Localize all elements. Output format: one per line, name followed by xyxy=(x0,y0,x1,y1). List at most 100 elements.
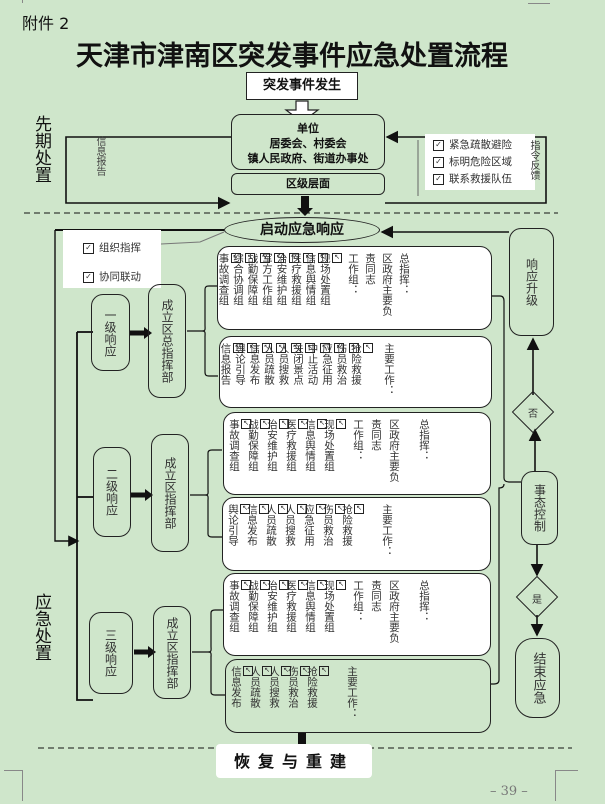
level-2-response-box: 二级响应 xyxy=(93,447,131,537)
checkbox-icon: ↖ xyxy=(279,580,289,590)
situation-control-box: 事态控制 xyxy=(521,471,558,545)
checkbox-icon: ↖ xyxy=(241,580,251,590)
group-item: ↖事故调查组 xyxy=(218,253,241,323)
feedback-item: ✓标明危险区域 xyxy=(433,154,535,171)
checkbox-icon: ↖ xyxy=(261,343,272,353)
group-item: ↖现场处置组 xyxy=(323,580,346,649)
checkbox-icon: ↖ xyxy=(317,253,328,263)
crop-mark xyxy=(555,770,578,801)
checkbox-icon: ↖ xyxy=(319,343,330,353)
checkbox-icon: ↖ xyxy=(336,419,346,429)
task-item: ↖伤员救治 xyxy=(336,343,359,401)
task-item: ↖抢险救援 xyxy=(341,504,364,564)
task-item: ↖人员搜救 xyxy=(278,343,301,401)
task-item: ↖人员疏散 xyxy=(249,666,272,726)
checkbox-icon: ↖ xyxy=(260,419,270,429)
level-1-command-box: 总指挥： 区政府主要负 责同志 工作组： ↖现场处置组 ↖信息舆情组 ↖医疗救援… xyxy=(217,246,492,330)
task-item: ↖应急征用 xyxy=(303,504,326,564)
initial-phase-label: 先期处置 xyxy=(31,115,51,183)
checkbox-icon: ↖ xyxy=(335,504,345,514)
checkbox-checked-icon: ✓ xyxy=(433,173,444,185)
level-3-tasks-box: 主要工作： ↖抢险救援 ↖伤员救治 ↖人员搜救 ↖人员疏散 ↖信息发布 xyxy=(225,659,491,733)
crop-mark xyxy=(528,0,550,4)
checkbox-icon: ↖ xyxy=(305,343,315,353)
task-item: ↖人员搜救 xyxy=(284,504,307,564)
unit-line-3: 镇人民政府、街道办事处 xyxy=(247,152,369,165)
task-item: ↖人员搜救 xyxy=(268,666,291,726)
emergency-phase-label: 应急处置 xyxy=(31,593,51,661)
level-1-hq-box: 成立区总指挥部 xyxy=(148,284,186,398)
task-item: ↖舆论引导 xyxy=(234,343,257,401)
checkbox-icon: ↖ xyxy=(363,343,373,353)
level-3-command-box: 总指挥： 区政府主要负 责同志 工作组： ↖现场处置组 ↖信息舆情组 ↖医疗救援… xyxy=(223,573,491,656)
task-item: ↖人员疏散 xyxy=(265,504,288,564)
checkbox-icon: ↖ xyxy=(278,504,288,514)
checkbox-icon: ↖ xyxy=(243,666,253,676)
crop-mark xyxy=(22,0,23,3)
group-item: ↖事故调查组 xyxy=(228,419,251,488)
org-item: ✓组织指挥 xyxy=(83,234,161,263)
unit-line-1: 单位 xyxy=(297,122,319,135)
level-2-command-box: 总指挥： 区政府主要负 责同志 工作组： ↖现场处置组 ↖信息舆情组 ↖医疗救援… xyxy=(223,412,491,495)
checkbox-icon: ↖ xyxy=(298,580,308,590)
event-occurs-box: 突发事件发生 xyxy=(246,72,358,100)
group-item: ↖现场处置组 xyxy=(319,253,342,323)
checkbox-icon: ↖ xyxy=(260,580,270,590)
yes-label: 是 xyxy=(532,595,542,606)
group-item: ↖信息舆情组 xyxy=(305,253,328,323)
feedback-item: ✓联系救援队伍 xyxy=(433,171,535,188)
task-item: ↖信息发布 xyxy=(230,666,253,726)
group-item: ↖军方工作组 xyxy=(261,253,284,323)
level-1-tasks-box: 主要工作： ↖抢险救援 ↖伤员救治 ↖应急征用 ↖中止活动 ↖关闭景点 ↖人员搜… xyxy=(219,336,492,408)
feedback-item: ✓紧急疏散避险 xyxy=(433,137,535,154)
task-item: ↖舆论引导 xyxy=(227,504,250,564)
group-item: ↖医疗救援组 xyxy=(285,580,308,649)
checkbox-checked-icon: ✓ xyxy=(83,242,94,254)
feedback-actions-list: ✓紧急疏散避险 ✓标明危险区域 ✓联系救援队伍 xyxy=(425,134,535,190)
checkbox-checked-icon: ✓ xyxy=(83,271,94,283)
page-number: – 39 – xyxy=(490,784,528,799)
task-item: ↖关闭景点 xyxy=(292,343,315,401)
checkbox-icon: ↖ xyxy=(317,580,327,590)
task-item: ↖人员疏散 xyxy=(263,343,286,401)
org-actions-list: ✓组织指挥 ✓协同联动 xyxy=(63,230,161,288)
level-2-tasks-box: 主要工作： ↖抢险救援 ↖伤员救治 ↖应急征用 ↖人员搜救 ↖人员疏散 ↖信息发… xyxy=(222,497,491,571)
command-feedback-label: 指令反馈 xyxy=(528,140,539,180)
task-item: ↖信息报告 xyxy=(220,343,243,401)
checkbox-icon: ↖ xyxy=(300,666,310,676)
start-response-ellipse: 启动应急响应 xyxy=(224,217,380,243)
checkbox-icon: ↖ xyxy=(288,253,299,263)
checkbox-icon: ↖ xyxy=(279,419,289,429)
task-item: ↖信息发布 xyxy=(246,504,269,564)
group-item: ↖治安维护组 xyxy=(276,253,299,323)
end-emergency-box: 结束应急 xyxy=(515,638,560,718)
group-item: ↖战勤保障组 xyxy=(247,419,270,488)
recovery-rebuild-box: 恢复与重建 xyxy=(216,744,372,778)
district-level-box: 区级层面 xyxy=(231,173,385,195)
level-1-response-box: 一级响应 xyxy=(91,294,130,371)
response-upgrade-box: 响应升级 xyxy=(509,228,554,336)
group-item: ↖战勤保障组 xyxy=(247,580,270,649)
checkbox-icon: ↖ xyxy=(336,580,346,590)
checkbox-icon: ↖ xyxy=(241,419,251,429)
checkbox-icon: ↖ xyxy=(274,253,284,263)
checkbox-icon: ↖ xyxy=(262,666,272,676)
checkbox-icon: ↖ xyxy=(298,419,308,429)
checkbox-icon: ↖ xyxy=(354,504,364,514)
group-item: ↖治安维护组 xyxy=(266,580,289,649)
attachment-label: 附件 2 xyxy=(22,14,70,33)
checkbox-icon: ↖ xyxy=(316,504,326,514)
checkbox-icon: ↖ xyxy=(247,343,257,353)
unit-box: 单位 居委会、村委会 镇人民政府、街道办事处 xyxy=(231,114,385,170)
checkbox-icon: ↖ xyxy=(290,343,301,353)
level-3-hq-box: 成立区指挥部 xyxy=(153,606,191,699)
checkbox-icon: ↖ xyxy=(297,504,307,514)
group-item: ↖战勤保障组 xyxy=(247,253,270,323)
checkbox-checked-icon: ✓ xyxy=(433,156,444,168)
checkbox-checked-icon: ✓ xyxy=(433,139,444,151)
checkbox-icon: ↖ xyxy=(276,343,286,353)
checkbox-icon: ↖ xyxy=(259,253,270,263)
group-item: ↖医疗救援组 xyxy=(285,419,308,488)
checkbox-icon: ↖ xyxy=(317,419,327,429)
task-item: ↖伤员救治 xyxy=(322,504,345,564)
